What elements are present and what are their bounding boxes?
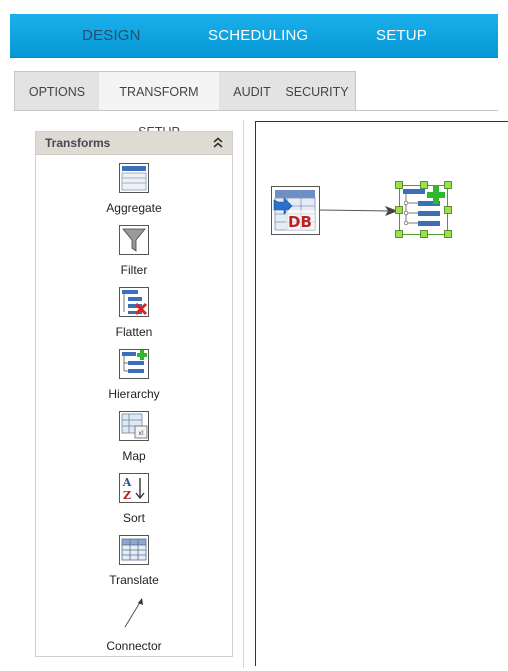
hierarchy-node[interactable]: [399, 185, 448, 235]
svg-text:A: A: [122, 476, 132, 489]
hierarchy-icon: [119, 349, 149, 379]
tab-security[interactable]: SECURITY: [285, 85, 349, 99]
transforms-panel: Transforms Aggregate Filter: [35, 131, 233, 657]
flatten-icon: [119, 287, 149, 317]
tool-hierarchy[interactable]: Hierarchy: [36, 349, 232, 407]
tab-audit[interactable]: AUDIT: [233, 85, 271, 99]
nav-scheduling[interactable]: SCHEDULING: [208, 27, 309, 44]
tool-hierarchy-label: Hierarchy: [108, 387, 160, 401]
map-icon: xl: [119, 411, 149, 441]
sort-icon: A Z: [119, 473, 149, 503]
collapse-icon[interactable]: [213, 137, 223, 149]
tool-filter[interactable]: Filter: [36, 225, 232, 283]
svg-text:xl: xl: [138, 430, 144, 437]
tool-connector-label: Connector: [106, 639, 162, 653]
tab-options[interactable]: OPTIONS: [28, 85, 86, 99]
filter-icon: [119, 225, 149, 255]
tool-aggregate-label: Aggregate: [106, 201, 162, 215]
canvas-drawing: DB: [271, 181, 452, 238]
transforms-panel-header[interactable]: Transforms: [36, 132, 232, 155]
canvas-connector[interactable]: [319, 206, 398, 216]
tool-map-label: Map: [122, 449, 146, 463]
tab-transform-setup[interactable]: TRANSFORM SETUP: [99, 72, 219, 139]
tool-sort[interactable]: A Z Sort: [36, 473, 232, 531]
tool-translate-label: Translate: [109, 573, 159, 587]
nav-setup[interactable]: SETUP: [376, 27, 428, 44]
tool-filter-label: Filter: [120, 263, 148, 277]
design-canvas[interactable]: DB: [255, 121, 508, 666]
translate-icon: [119, 535, 149, 565]
tab-bar: OPTIONS TRANSFORM SETUP AUDIT SECURITY: [14, 71, 356, 139]
top-nav-bar: DESIGN SCHEDULING SETUP: [10, 14, 498, 58]
tab-divider: [14, 110, 498, 111]
nav-design[interactable]: DESIGN: [82, 27, 141, 44]
sidebar-frame: [22, 120, 244, 668]
tool-flatten-label: Flatten: [115, 325, 153, 339]
tool-map[interactable]: xl Map: [36, 411, 232, 469]
svg-text:Z: Z: [123, 489, 131, 502]
source-db-node[interactable]: DB: [271, 186, 320, 235]
tool-translate[interactable]: Translate: [36, 535, 232, 593]
tool-aggregate[interactable]: Aggregate: [36, 163, 232, 221]
transforms-panel-title: Transforms: [45, 136, 111, 150]
tool-flatten[interactable]: Flatten: [36, 287, 232, 345]
source-db-label: DB: [288, 213, 312, 231]
aggregate-icon: [119, 163, 149, 193]
selection-handles[interactable]: [395, 181, 452, 238]
tool-connector[interactable]: Connector: [36, 597, 232, 655]
connector-icon: [124, 598, 143, 628]
tool-sort-label: Sort: [122, 511, 145, 525]
